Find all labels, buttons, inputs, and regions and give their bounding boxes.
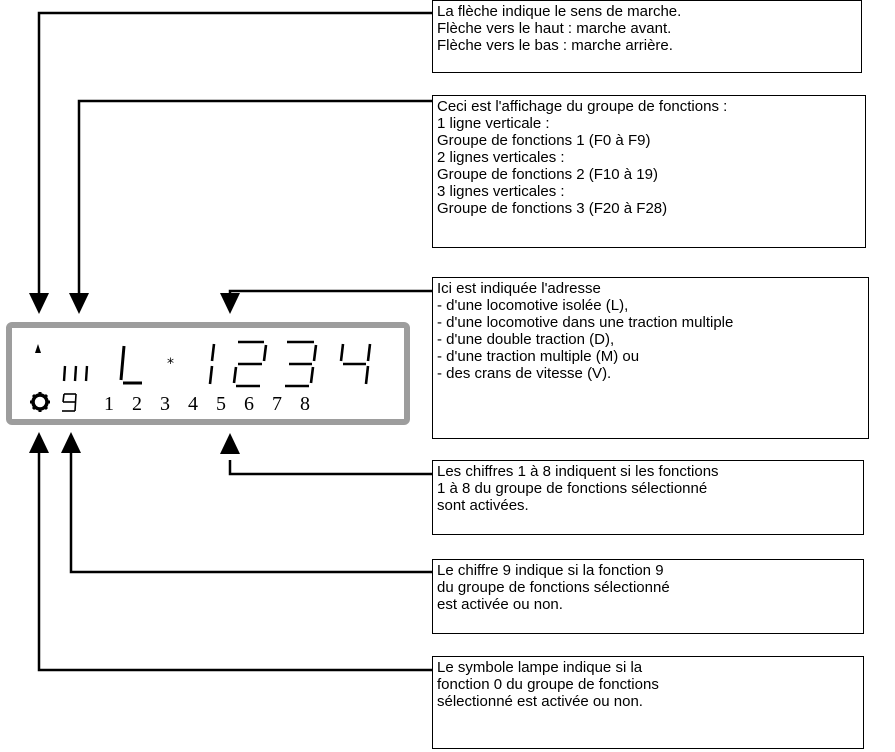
arrowhead-down-function-group — [69, 293, 89, 314]
connector-functions-1-8 — [228, 460, 432, 476]
mode-letter-L — [119, 345, 142, 385]
connector-function-9 — [69, 450, 432, 574]
address-digits — [208, 340, 372, 388]
address-digit-1 — [208, 343, 216, 385]
address-digit-2 — [232, 340, 268, 388]
arrowhead-up-functions-1-8 — [220, 433, 240, 454]
connector-lamp — [37, 450, 432, 672]
function-number-7: 7 — [272, 393, 282, 415]
callout-functions-1-8-line-2: 1 à 8 du groupe de fonctions sélectionné — [437, 480, 708, 497]
callout-functions-1-8-line-1: Les chiffres 1 à 8 indiquent si les fonc… — [437, 463, 719, 480]
connector-address — [228, 289, 432, 293]
function-digit-9 — [62, 393, 77, 412]
callout-lamp-line-3: sélectionné est activée ou non. — [437, 693, 643, 710]
asterisk-icon: * — [167, 356, 174, 372]
callout-lamp-line-1: Le symbole lampe indique si la — [437, 659, 643, 676]
callout-function-9-line-1: Le chiffre 9 indique si la fonction 9 — [437, 562, 664, 579]
callout-address-line-5: - d'une traction multiple (M) ou — [437, 348, 640, 365]
callout-function-9-line-2: du groupe de fonctions sélectionné — [437, 579, 670, 596]
function-number-6: 6 — [244, 393, 254, 415]
callout-function-group-line-6: 3 lignes verticales : — [437, 183, 565, 200]
function-number-3: 3 — [160, 393, 170, 415]
callout-direction-line-3: Flèche vers le bas : marche arrière. — [437, 37, 673, 54]
connector-function-group — [77, 99, 432, 293]
function-number-1: 1 — [104, 393, 114, 415]
arrowhead-down-address — [220, 293, 240, 314]
callout-function-group-line-2: 1 ligne verticale : — [437, 115, 550, 132]
arrowhead-up-function-9 — [61, 432, 81, 453]
callout-function-group-line-5: Groupe de fonctions 2 (F10 à 19) — [437, 166, 658, 183]
function-number-8: 8 — [300, 393, 310, 415]
callout-function-group-line-4: 2 lignes verticales : — [437, 149, 565, 166]
address-digit-4 — [339, 343, 372, 385]
arrowhead-down-direction — [29, 293, 49, 314]
function-group-bars-icon — [62, 365, 89, 382]
arrowhead-up-lamp — [29, 432, 49, 453]
callout-address-line-3: - d'une locomotive dans une traction mul… — [437, 314, 734, 331]
callout-address-line-1: Ici est indiquée l'adresse — [437, 280, 601, 297]
lamp-icon — [30, 392, 50, 412]
callout-direction-line-2: Flèche vers le haut : marche avant. — [437, 20, 672, 37]
lcd-display — [6, 322, 410, 425]
callout-address-line-6: - des crans de vitesse (V). — [437, 365, 612, 382]
callout-address-line-4: - d'une double traction (D), — [437, 331, 615, 348]
callout-functions-1-8: Les chiffres 1 à 8 indiquent si les fonc… — [432, 460, 864, 535]
callout-function-group-line-3: Groupe de fonctions 1 (F0 à F9) — [437, 132, 651, 149]
function-number-4: 4 — [188, 393, 198, 415]
callout-function-group: Ceci est l'affichage du groupe de foncti… — [432, 95, 866, 248]
address-digit-3 — [285, 340, 318, 388]
callout-functions-1-8-line-3: sont activées. — [437, 497, 529, 514]
callout-function-9: Le chiffre 9 indique si la fonction 9 du… — [432, 559, 864, 634]
callout-direction: La flèche indique le sens de marche. Flè… — [432, 0, 862, 73]
callout-lamp: Le symbole lampe indique si la fonction … — [432, 656, 864, 749]
callout-address: Ici est indiquée l'adresse - d'une locom… — [432, 277, 869, 439]
callout-direction-line-1: La flèche indique le sens de marche. — [437, 3, 682, 20]
callout-function-group-line-1: Ceci est l'affichage du groupe de foncti… — [437, 98, 728, 115]
function-number-5: 5 — [216, 393, 226, 415]
direction-arrow-icon — [35, 344, 41, 353]
callout-function-group-line-7: Groupe de fonctions 3 (F20 à F28) — [437, 200, 668, 217]
connector-direction — [37, 11, 432, 293]
function-number-2: 2 — [132, 393, 142, 415]
callout-function-9-line-3: est activée ou non. — [437, 596, 563, 613]
callout-address-line-2: - d'une locomotive isolée (L), — [437, 297, 629, 314]
callout-lamp-line-2: fonction 0 du groupe de fonctions — [437, 676, 659, 693]
